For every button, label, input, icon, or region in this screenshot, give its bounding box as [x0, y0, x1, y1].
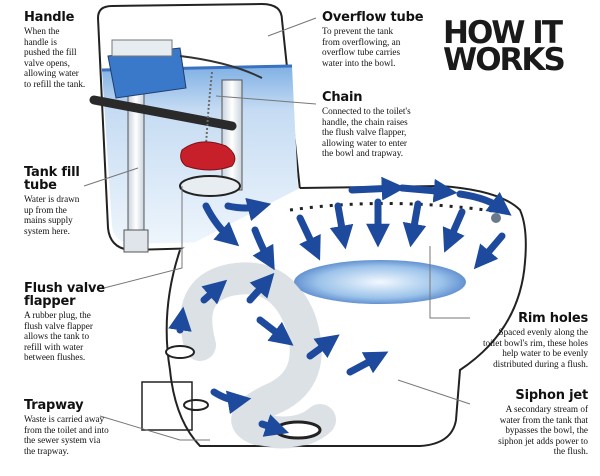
label-trapway-title: Trapway — [24, 398, 84, 413]
heading-line-2: WORKS — [443, 42, 566, 78]
chain — [205, 71, 213, 147]
label-flush-valve-flapper: Flush valve flapper A rubber plug, the f… — [24, 282, 124, 363]
rim-holes — [289, 201, 501, 214]
label-handle-desc: When the handle is pushed the fill valve… — [24, 26, 86, 89]
label-trapway: Trapway Waste is carried away from the t… — [24, 399, 144, 456]
label-handle: Handle When the handle is pushed the fil… — [24, 11, 144, 90]
label-rim-holes-desc: Spaced evenly along the toilet bowl's ri… — [482, 327, 588, 369]
label-handle-title: Handle — [24, 10, 75, 25]
leader-lines — [83, 17, 471, 441]
handle-lever — [89, 95, 237, 131]
bowl-water — [294, 260, 466, 304]
flapper — [180, 141, 236, 171]
label-trapway-desc: Waste is carried away from the toilet an… — [24, 414, 109, 456]
label-siphon-title: Siphon jet — [515, 388, 588, 403]
label-tank-fill-desc: Water is drawn up from the mains supply … — [24, 194, 80, 236]
label-siphon-jet: Siphon jet A secondary stream of water f… — [470, 389, 588, 457]
flush-valve — [179, 175, 241, 197]
label-flapper-desc: A rubber plug, the flush valve flapper a… — [24, 310, 93, 363]
label-overflow-tube: Overflow tube To prevent the tank from o… — [322, 11, 442, 68]
label-rim-holes-title: Rim holes — [518, 311, 588, 326]
label-tank-fill-title: Tank fill tube — [24, 165, 80, 193]
label-siphon-desc: A secondary stream of water from the tan… — [498, 404, 588, 457]
label-rim-holes: Rim holes Spaced evenly along the toilet… — [446, 312, 588, 369]
label-chain-title: Chain — [322, 90, 363, 105]
label-overflow-title: Overflow tube — [322, 10, 424, 25]
heading-line-1: HOW IT — [443, 15, 563, 51]
flow-arrows — [168, 176, 512, 437]
label-tank-fill-tube: Tank fill tube Water is drawn up from th… — [24, 166, 114, 236]
label-chain: Chain Connected to the toilet's handle, … — [322, 91, 452, 159]
label-overflow-desc: To prevent the tank from overflowing, an… — [322, 26, 401, 68]
label-flapper-title: Flush valve flapper — [24, 281, 105, 309]
access-panel — [141, 381, 193, 431]
label-chain-desc: Connected to the toilet's handle, the ch… — [322, 106, 411, 159]
how-it-works-heading: HOW IT WORKS — [443, 15, 600, 78]
